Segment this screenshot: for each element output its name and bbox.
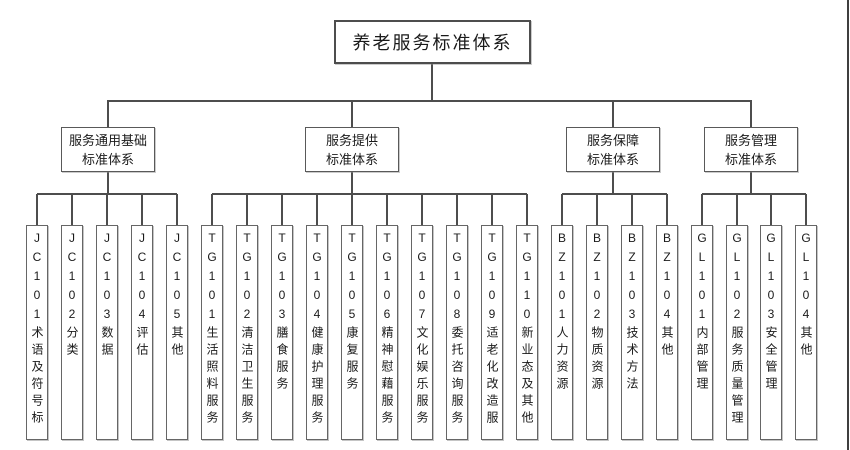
leaf-name: 评估 <box>135 326 149 360</box>
root-node: 养老服务标准体系 <box>334 20 531 64</box>
leaf-node-tg103: TG103膳食服务 <box>271 225 293 440</box>
leaf-name: 技术方法 <box>625 326 639 394</box>
leaf-name: 内部管理 <box>695 326 709 394</box>
leaf-code: GL104 <box>799 231 813 326</box>
leaf-name: 新业态及其他 <box>520 326 534 428</box>
leaf-name: 物质资源 <box>590 326 604 394</box>
branch-node-service-management: 服务管理 标准体系 <box>704 127 798 172</box>
leaf-name: 文化娱乐服务 <box>415 326 429 428</box>
root-node-label: 养老服务标准体系 <box>352 33 513 53</box>
leaf-name: 生活照料服务 <box>205 326 219 428</box>
leaf-name: 委托咨询服务 <box>450 326 464 428</box>
leaf-code: GL103 <box>764 231 778 326</box>
leaf-name: 数据 <box>100 326 114 360</box>
leaf-node-jc101: JC101术语及符号标志 <box>26 225 48 440</box>
branch-label: 服务管理 标准体系 <box>724 132 777 167</box>
leaf-node-tg110: TG110新业态及其他 <box>516 225 538 440</box>
leaf-code: TG101 <box>205 231 219 326</box>
leaf-node-tg106: TG106精神慰藉服务 <box>376 225 398 440</box>
leaf-node-gl103: GL103安全管理 <box>760 225 782 440</box>
right-edge-line <box>847 0 849 450</box>
branch-node-service-guarantee: 服务保障 标准体系 <box>566 127 660 172</box>
leaf-code: TG105 <box>345 231 359 326</box>
leaf-name: 膳食服务 <box>275 326 289 394</box>
leaf-code: TG106 <box>380 231 394 326</box>
leaf-node-tg109: TG109适老化改造服务 <box>481 225 503 440</box>
leaf-node-tg101: TG101生活照料服务 <box>201 225 223 440</box>
leaf-node-tg105: TG105康复服务 <box>341 225 363 440</box>
leaf-node-gl104: GL104其他 <box>795 225 817 440</box>
leaf-code: TG109 <box>485 231 499 326</box>
leaf-code: TG104 <box>310 231 324 326</box>
leaf-code: TG108 <box>450 231 464 326</box>
leaf-name: 适老化改造服务 <box>485 326 499 428</box>
leaf-node-gl101: GL101内部管理 <box>691 225 713 440</box>
leaf-name: 其他 <box>799 326 813 360</box>
leaf-name: 人力资源 <box>555 326 569 394</box>
leaf-name: 精神慰藉服务 <box>380 326 394 428</box>
leaf-code: GL101 <box>695 231 709 326</box>
branch-label: 服务保障 标准体系 <box>586 132 639 167</box>
leaf-node-bz101: BZ101人力资源 <box>551 225 573 440</box>
leaf-code: JC101 <box>30 231 44 326</box>
leaf-node-bz104: BZ104其他 <box>656 225 678 440</box>
leaf-code: TG103 <box>275 231 289 326</box>
leaf-name: 术语及符号标志 <box>30 326 44 428</box>
leaf-node-bz103: BZ103技术方法 <box>621 225 643 440</box>
leaf-name: 康复服务 <box>345 326 359 394</box>
leaf-node-jc102: JC102分类 <box>61 225 83 440</box>
leaf-code: BZ101 <box>555 231 569 326</box>
leaf-node-tg107: TG107文化娱乐服务 <box>411 225 433 440</box>
leaf-code: TG107 <box>415 231 429 326</box>
leaf-node-tg108: TG108委托咨询服务 <box>446 225 468 440</box>
leaf-name: 服务质量管理 <box>730 326 744 428</box>
leaf-name: 清洁卫生服务 <box>240 326 254 428</box>
leaf-node-gl102: GL102服务质量管理 <box>726 225 748 440</box>
leaf-node-bz102: BZ102物质资源 <box>586 225 608 440</box>
leaf-code: JC104 <box>135 231 149 326</box>
branch-node-general-basic: 服务通用基础 标准体系 <box>61 127 155 172</box>
leaf-node-tg102: TG102清洁卫生服务 <box>236 225 258 440</box>
leaf-name: 其他 <box>660 326 674 360</box>
leaf-code: BZ104 <box>660 231 674 326</box>
leaf-node-tg104: TG104健康护理服务 <box>306 225 328 440</box>
leaf-code: JC103 <box>100 231 114 326</box>
leaf-name: 安全管理 <box>764 326 778 394</box>
branch-label: 服务通用基础 标准体系 <box>68 132 147 167</box>
leaf-code: GL102 <box>730 231 744 326</box>
leaf-code: JC102 <box>65 231 79 326</box>
leaf-node-jc105: JC105其他 <box>166 225 188 440</box>
leaf-code: JC105 <box>170 231 184 326</box>
branch-label: 服务提供 标准体系 <box>325 132 378 167</box>
leaf-name: 分类 <box>65 326 79 360</box>
leaf-code: TG102 <box>240 231 254 326</box>
branch-node-service-provision: 服务提供 标准体系 <box>305 127 399 172</box>
leaf-node-jc103: JC103数据 <box>96 225 118 440</box>
leaf-name: 健康护理服务 <box>310 326 324 428</box>
leaf-code: TG110 <box>520 231 534 326</box>
leaf-node-jc104: JC104评估 <box>131 225 153 440</box>
leaf-code: BZ103 <box>625 231 639 326</box>
leaf-name: 其他 <box>170 326 184 360</box>
leaf-code: BZ102 <box>590 231 604 326</box>
